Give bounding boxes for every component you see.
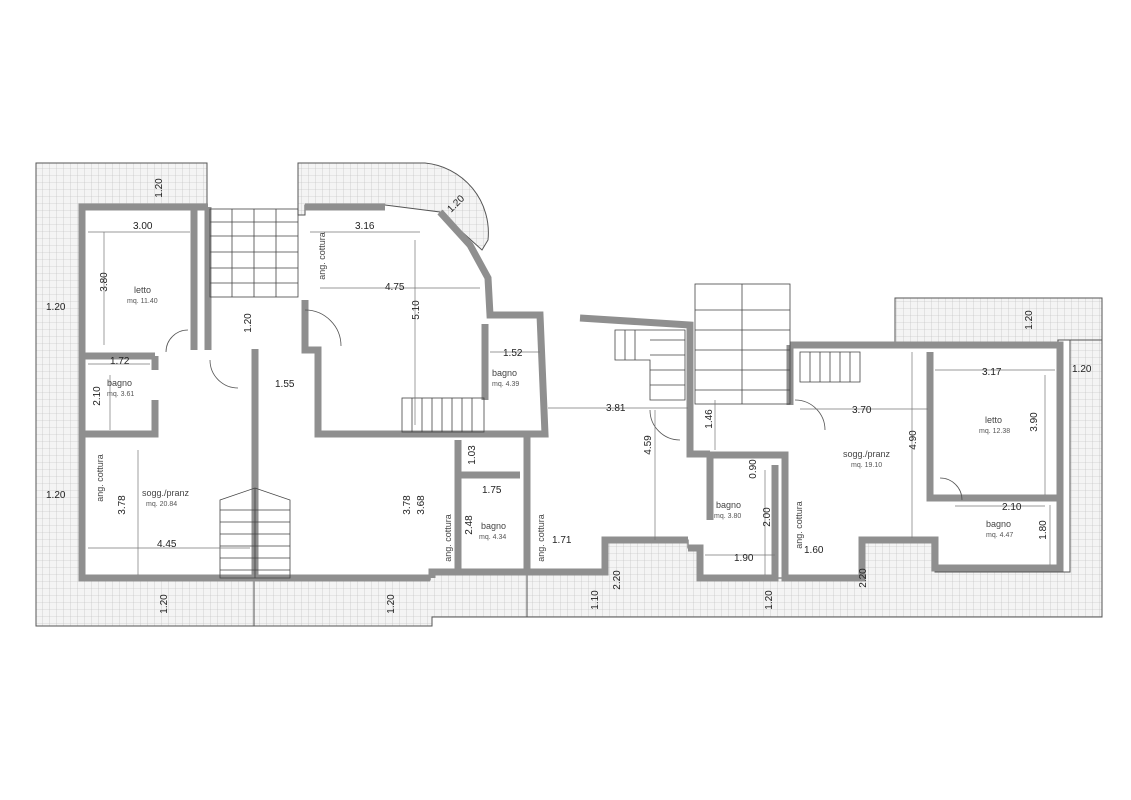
dim-stair2: 1.46: [704, 409, 715, 429]
room-sogg2-area: mq. 19.10: [851, 462, 882, 469]
dim-bottom-terrace2: 1.20: [386, 594, 397, 614]
room-letto1-name: letto: [134, 285, 151, 295]
wall-letto2-left: [926, 352, 1060, 502]
dimension-lines: [88, 231, 1055, 575]
dim-letto1-width: 3.00: [133, 221, 153, 232]
room-letto1-area: mq. 11.40: [127, 298, 158, 305]
stair-center: [401, 397, 485, 433]
terrace-top-round: [297, 162, 489, 251]
room-bagno5-area: mq. 4.47: [986, 532, 1013, 539]
dim-terrace-right-top: 1.20: [1024, 310, 1035, 330]
dim-kitchen-width: 3.16: [355, 221, 375, 232]
room-angcottura5-name: ang. cottura: [794, 501, 804, 549]
dim-bagno1-width: 1.72: [110, 356, 130, 367]
room-angcottura3-name: ang. cottura: [443, 514, 453, 562]
dim-bagno4-height: 2.00: [762, 507, 773, 527]
dim-letto2-height: 3.90: [1029, 412, 1040, 432]
dim-bagno4-top: 0.90: [748, 459, 759, 479]
dim-mid-height2: 3.68: [416, 495, 427, 515]
dim-bottom-terrace1: 1.20: [159, 594, 170, 614]
dim-terrace-left-bottom: 1.20: [46, 490, 66, 501]
dim-kitchen5-width: 1.60: [804, 545, 824, 556]
room-bagno3-area: mq. 4.34: [479, 534, 506, 541]
wall-bagno1: [82, 352, 159, 438]
room-sogg1-name: sogg./pranz: [142, 488, 190, 498]
wall-flat2: [428, 440, 531, 578]
room-letto2-name: letto: [985, 415, 1002, 425]
terrace-left: [35, 162, 255, 627]
wall-main-outer: [301, 203, 549, 438]
dim-letto1-height: 3.80: [99, 272, 110, 292]
wall-flat4: [706, 341, 1064, 582]
dim-letto2-width: 3.17: [982, 367, 1002, 378]
room-sogg2-name: sogg./pranz: [843, 449, 891, 459]
room-angcottura4-name: ang. cottura: [536, 514, 546, 562]
dim-terrace-top-left: 1.20: [154, 178, 165, 198]
stair-flat3: [614, 329, 686, 401]
dim-terrace-b1: 1.10: [590, 590, 601, 610]
door-flat4: [794, 399, 826, 431]
dim-flat3-width: 3.81: [606, 403, 626, 414]
door-swings: [165, 309, 963, 501]
terrace-right-top: [894, 297, 1103, 346]
dim-corridor: 1.20: [243, 313, 254, 333]
room-letto2-area: mq. 12.38: [979, 428, 1010, 435]
dim-flat3-height: 4.59: [643, 435, 654, 455]
dim-terrace-b4: 2.20: [858, 568, 869, 588]
stairs: [209, 208, 861, 579]
room-bagno2-area: mq. 4.39: [492, 381, 519, 388]
dim-sogg2-width: 3.70: [852, 405, 872, 416]
dim-terrace-right: 1.20: [1072, 364, 1092, 375]
dim-door: 1.03: [467, 445, 478, 465]
door-flat3: [649, 409, 681, 441]
dim-sogg2-height: 4.90: [908, 430, 919, 450]
stair-flat4: [799, 351, 861, 383]
dim-terrace-b3: 1.20: [764, 590, 775, 610]
stair-bottom-left: [219, 487, 291, 579]
door-main: [304, 309, 342, 347]
dim-bagno3-height: 2.48: [464, 515, 475, 535]
door-letto1: [165, 329, 189, 353]
room-bagno3-name: bagno: [481, 521, 506, 531]
wall-flat3: [523, 314, 779, 582]
room-bagno2-name: bagno: [492, 368, 517, 378]
door-letto2: [939, 477, 963, 501]
dim-flat3-step: 1.71: [552, 535, 572, 546]
dim-bagno2-width: 1.52: [503, 348, 523, 359]
wall-flat3-right: [686, 400, 710, 458]
dimensions: 1.20 1.20 1.20 3.00 3.80 1.20 1.72 2.10 …: [46, 178, 1092, 614]
dim-bagno5-width: 2.10: [1002, 502, 1022, 513]
room-bagno1-name: bagno: [107, 378, 132, 388]
dim-mid-height1: 3.78: [402, 495, 413, 515]
room-bagno4-area: mq. 3.80: [714, 513, 741, 520]
dim-main-height: 5.10: [411, 300, 422, 320]
room-labels: letto mq. 11.40 bagno mq. 3.61 sogg./pra…: [95, 232, 1013, 562]
dim-sogg1-height: 3.78: [117, 495, 128, 515]
room-sogg1-area: mq. 20.84: [146, 501, 177, 508]
dim-bagno3-width: 1.75: [482, 485, 502, 496]
dim-terrace-left-top: 1.20: [46, 302, 66, 313]
dim-terrace-b2: 2.20: [612, 570, 623, 590]
dim-bagno5-height: 1.80: [1038, 520, 1049, 540]
room-angcottura2-name: ang. cottura: [317, 232, 327, 280]
stair-right-tower: [694, 283, 791, 405]
dim-main-width: 4.75: [385, 282, 405, 293]
room-angcottura1-name: ang. cottura: [95, 454, 105, 502]
dim-hall: 1.55: [275, 379, 295, 390]
dim-bagno4-width: 1.90: [734, 553, 754, 564]
room-bagno4-name: bagno: [716, 500, 741, 510]
dim-bagno1-height: 2.10: [92, 386, 103, 406]
room-bagno5-name: bagno: [986, 519, 1011, 529]
door-hall: [209, 359, 239, 389]
dim-sogg1-width: 4.45: [157, 539, 177, 550]
room-bagno1-area: mq. 3.61: [107, 391, 134, 398]
